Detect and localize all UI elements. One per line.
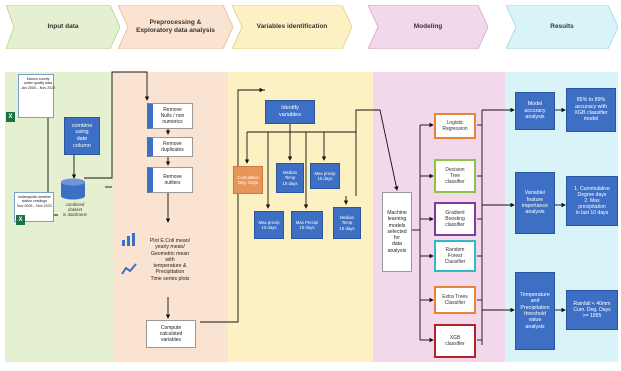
cylinder-shape (61, 178, 85, 200)
random-forest-box: Random Forest Classifier (434, 240, 476, 272)
max-precipi-10-box: Max Precipi 10 days (291, 211, 323, 239)
database-icon (60, 178, 86, 200)
stage-input: Input data (6, 5, 120, 49)
water-quality-doc: Marion county water quality data Jan 200… (18, 74, 55, 118)
median-temp-10-box: Median Temp 10 days (276, 163, 304, 193)
max-precip-15-box: Max precip 15 days (310, 163, 340, 189)
chevron-shape-1 (6, 5, 120, 49)
excel-icon-1: X (6, 112, 15, 122)
bar-chart-glyph (122, 233, 135, 246)
line-chart-glyph (121, 263, 137, 275)
threshold-analysis-box: Temperature and Precipitation threshold … (515, 272, 555, 350)
identify-variables-box: Identify variables (265, 100, 315, 124)
stage-label-results: Results (550, 22, 574, 30)
feature-result-box: 1. Cummulative Degree days 2. Max precip… (566, 176, 618, 226)
remove-outliers-box: Remove outliers (147, 167, 193, 193)
chevron-shape-5 (506, 5, 618, 49)
chevron-shape-4 (368, 5, 488, 49)
threshold-result-box: Rainfall < 40mm Cum. Deg. Days >= 1895 (566, 290, 618, 330)
stage-variables: Variables identification (232, 5, 352, 49)
extra-trees-box: Extra Trees Classifier (434, 286, 476, 314)
logistic-regression-box: Logistic Regression (434, 113, 476, 139)
remove-nulls-box: Remove Nulls / non numerics (147, 103, 193, 129)
excel-icon-2: X (16, 215, 25, 225)
chevron-shape-3 (232, 5, 352, 49)
stage-label-preprocessing: Preprocessing & Exploratory data analysi… (136, 18, 215, 34)
compute-box: Compute calculated variables (146, 320, 196, 348)
stage-label-variables: Variables identification (256, 22, 328, 30)
ml-models-box: Machine learning models selected for dat… (382, 192, 412, 272)
xgb-classifier-box: XGB classifier (434, 324, 476, 358)
stage-preprocessing: Preprocessing & Exploratory data analysi… (118, 5, 233, 49)
combined-dataset-label: combined dataset in dataframe (63, 202, 87, 218)
decision-tree-box: Decision Tree classifier (434, 159, 476, 193)
bar-chart-icon (121, 232, 137, 246)
cumulative-box: Cumulative Deg. Days (233, 166, 263, 194)
median-temp-15-box: Median Temp 15 days (333, 207, 361, 239)
plot-box: Plot E.Coli mean/ yearly mean/ Geometric… (149, 238, 191, 282)
stage-label-input: Input data (47, 22, 79, 30)
combine-box: combine using date column (64, 117, 100, 155)
remove-duplicates-box: Remove duplicates (147, 137, 193, 157)
stage-modeling: Modeling (368, 5, 488, 49)
feature-importance-box: Variable/ feature importance analysis (515, 172, 555, 234)
stage-results: Results (506, 5, 618, 49)
accuracy-analysis-box: Model accuracy analysis (515, 92, 555, 130)
chevron-shape-2 (118, 5, 233, 49)
accuracy-result-box: 85% to 89% accuracy with XGB classifier … (566, 88, 616, 132)
gradient-boosting-box: Gradient Boosting classifier (434, 202, 476, 236)
stage-label-modeling: Modeling (413, 22, 443, 30)
line-chart-icon (121, 262, 137, 276)
max-precip-10-box: Max precip 10 days (254, 211, 284, 239)
